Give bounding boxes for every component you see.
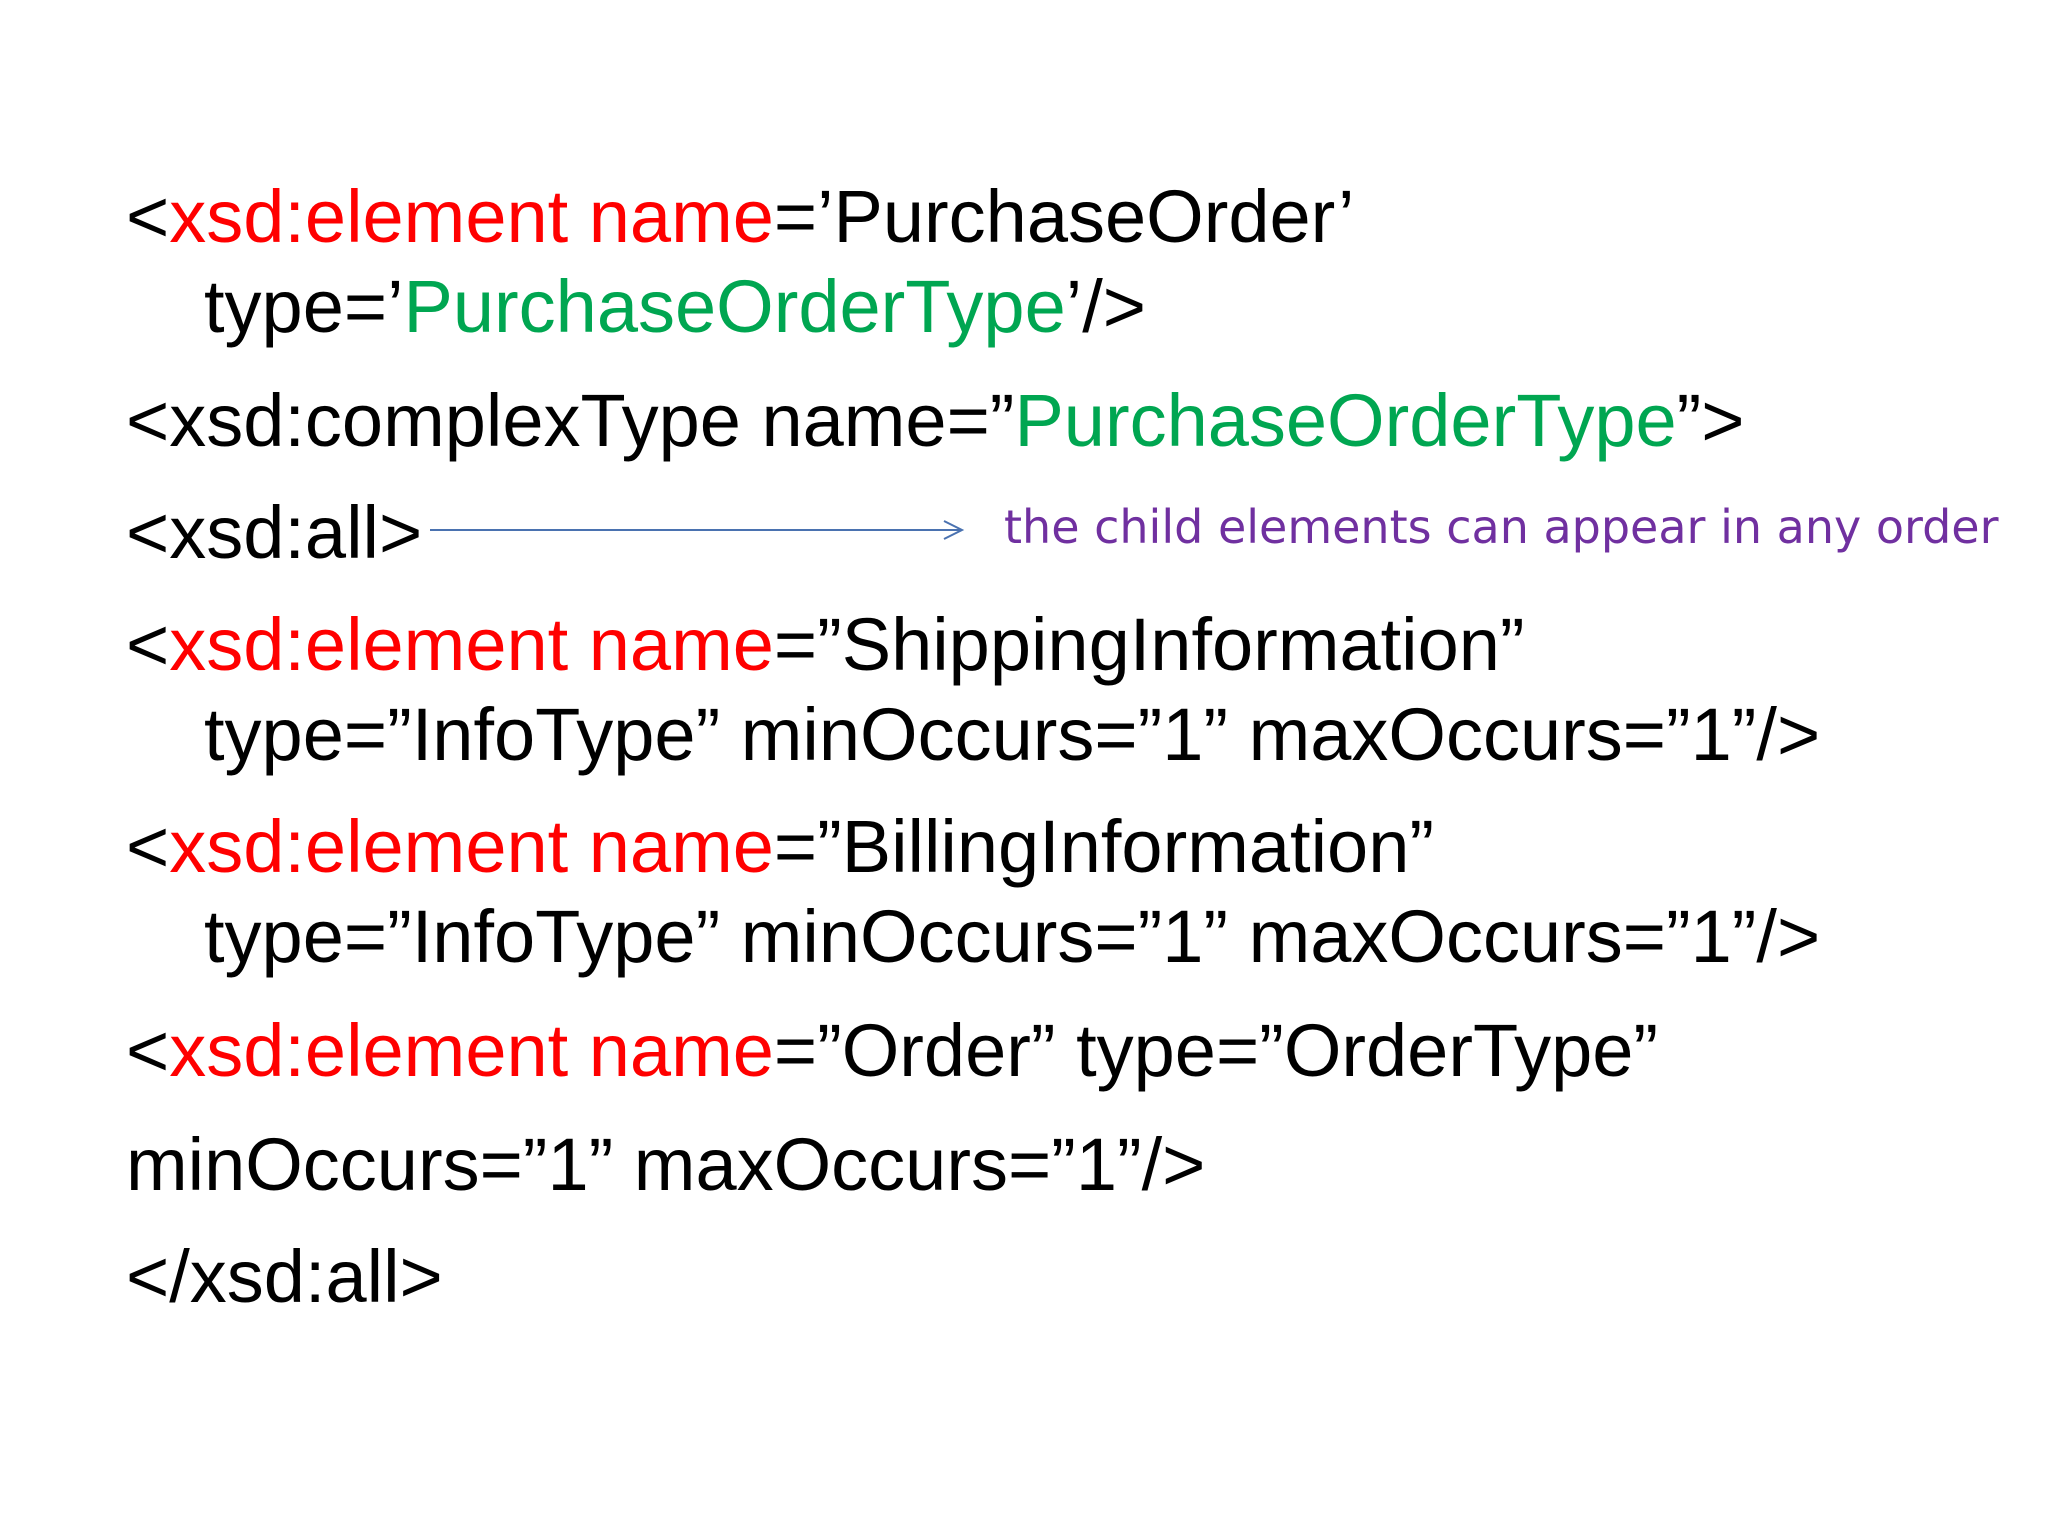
code-text: =”ShippingInformation” [773, 603, 1525, 686]
code-text: < [126, 805, 170, 888]
annotation-text: the child elements can appear in any ord… [1004, 500, 1999, 554]
code-line: type=”InfoType” minOccurs=”1” maxOccurs=… [204, 698, 1820, 772]
code-text: type=’ [204, 265, 404, 348]
code-text: =”BillingInformation” [773, 805, 1434, 888]
keyword-text: xsd:element name [169, 603, 774, 686]
code-text: <xsd:all> [126, 491, 423, 574]
code-line: <xsd:element name=”BillingInformation” [126, 810, 1434, 884]
code-line: <xsd:element name=”ShippingInformation” [126, 608, 1525, 682]
right-arrow-icon [430, 520, 965, 540]
code-line: <xsd:complexType name=”PurchaseOrderType… [126, 384, 1745, 458]
code-text: </xsd:all> [126, 1235, 443, 1318]
keyword-text: xsd:element name [169, 175, 774, 258]
code-text: ’/> [1065, 265, 1146, 348]
code-line: type=’PurchaseOrderType’/> [204, 270, 1146, 344]
type-value-text: PurchaseOrderType [1014, 379, 1677, 462]
code-text: <xsd:complexType name=” [126, 379, 1015, 462]
code-text: < [126, 603, 170, 686]
type-value-text: PurchaseOrderType [403, 265, 1066, 348]
code-text: =’PurchaseOrder’ [773, 175, 1355, 258]
code-text: < [126, 175, 170, 258]
code-text: minOccurs=”1” maxOccurs=”1”/> [126, 1123, 1206, 1206]
code-line: <xsd:element name=’PurchaseOrder’ [126, 180, 1355, 254]
keyword-text: xsd:element name [169, 805, 774, 888]
code-line: <xsd:all> [126, 496, 422, 570]
code-text: < [126, 1009, 170, 1092]
code-text: =”Order” type=”OrderType” [773, 1009, 1659, 1092]
code-line: type=”InfoType” minOccurs=”1” maxOccurs=… [204, 900, 1820, 974]
code-line: minOccurs=”1” maxOccurs=”1”/> [126, 1128, 1205, 1202]
code-line: </xsd:all> [126, 1240, 443, 1314]
code-text: ”> [1676, 379, 1745, 462]
code-line: <xsd:element name=”Order” type=”OrderTyp… [126, 1014, 1658, 1088]
code-text: type=”InfoType” minOccurs=”1” maxOccurs=… [204, 895, 1821, 978]
code-text: type=”InfoType” minOccurs=”1” maxOccurs=… [204, 693, 1821, 776]
keyword-text: xsd:element name [169, 1009, 774, 1092]
